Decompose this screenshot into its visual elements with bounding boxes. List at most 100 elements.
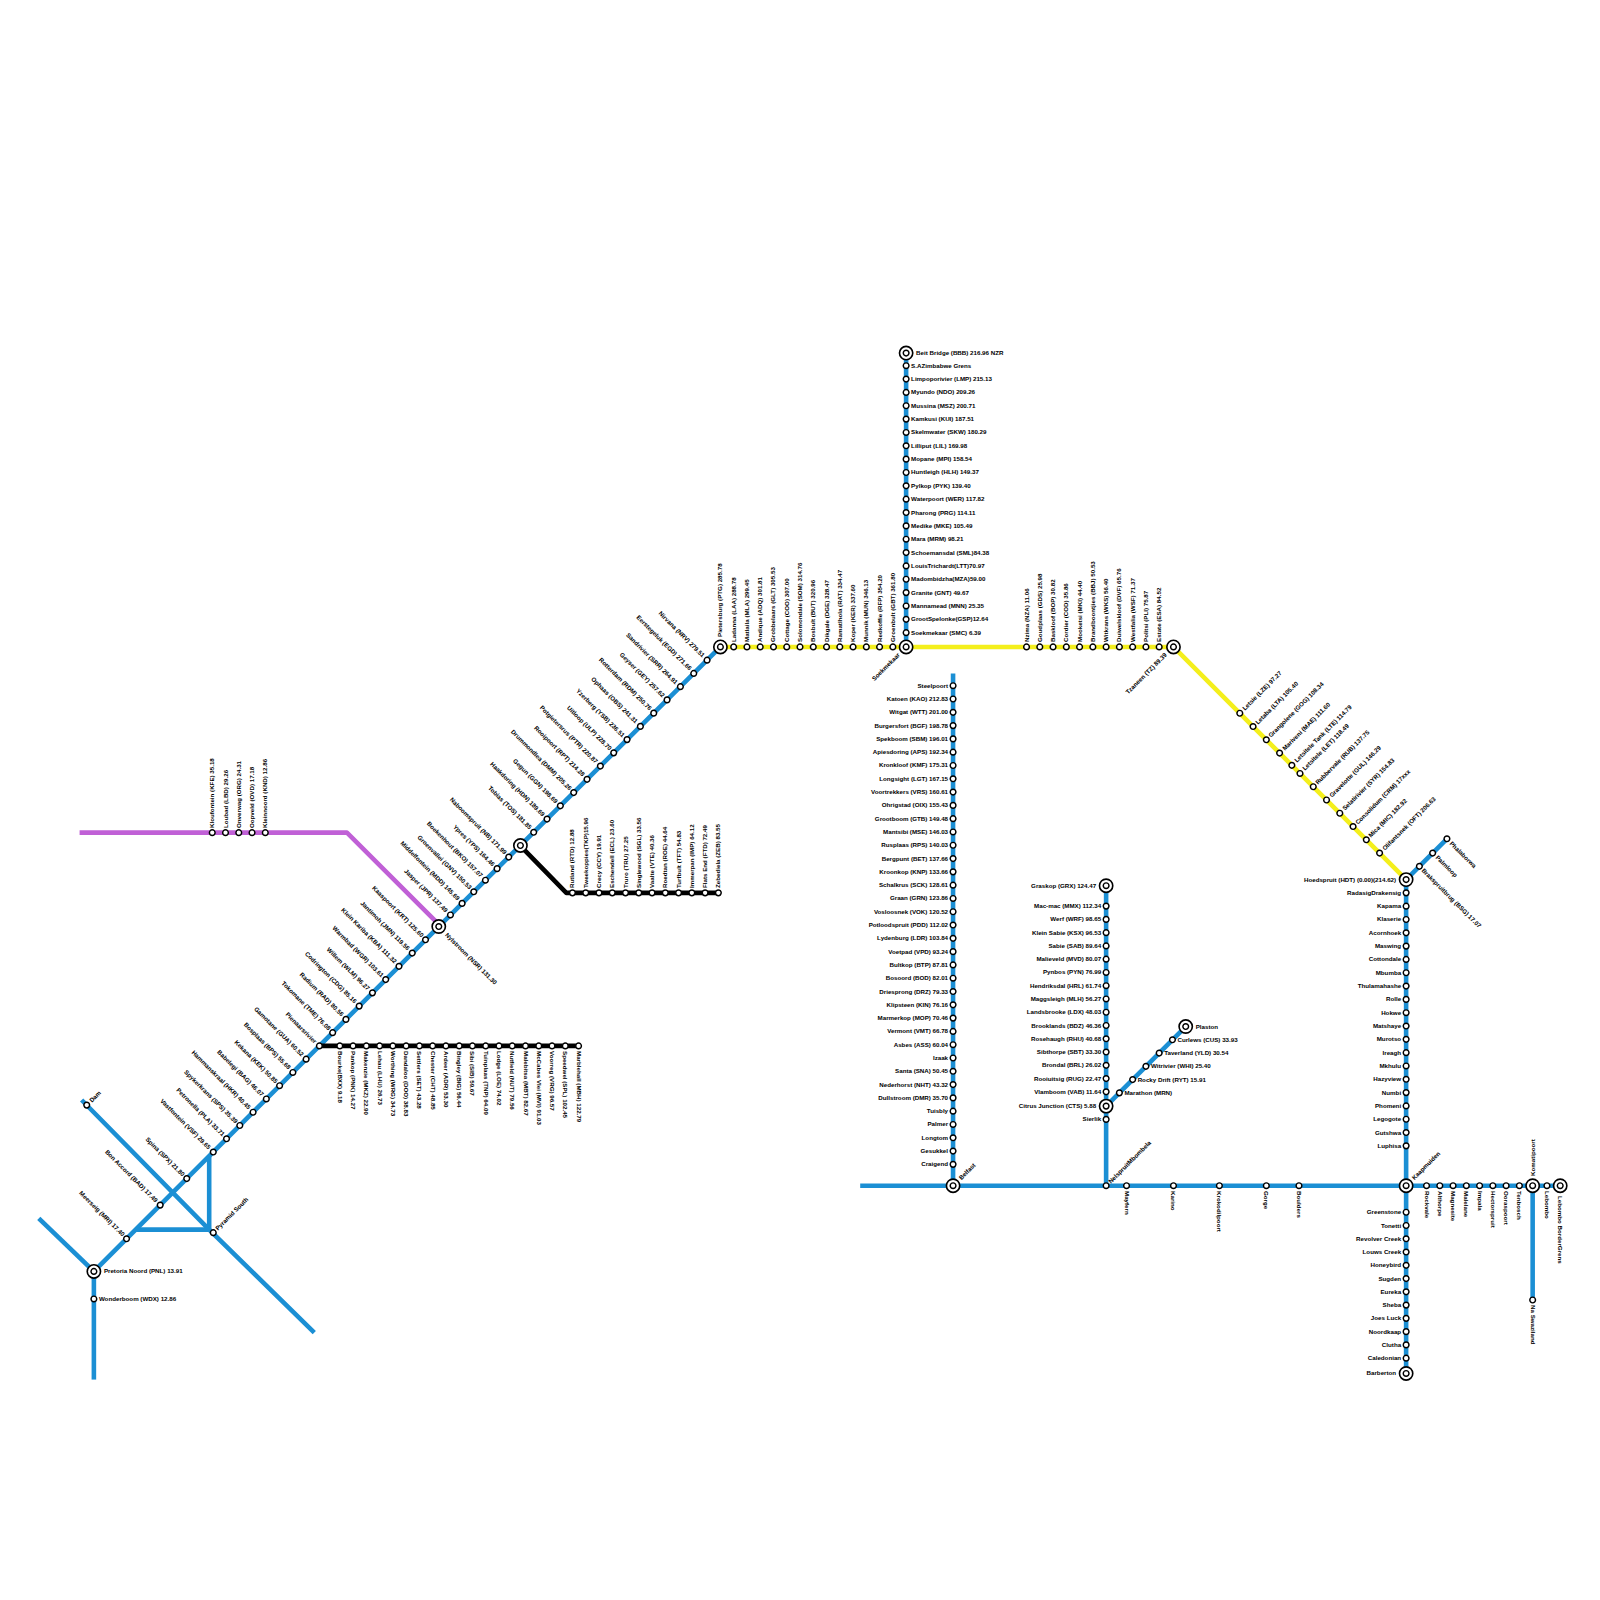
station-dot (1103, 903, 1109, 909)
station-dot (950, 935, 956, 941)
station-dot (1403, 957, 1409, 963)
station-label: Sierlik (1083, 1116, 1102, 1122)
station-dot (1403, 1023, 1409, 1029)
station-dot (1103, 930, 1109, 936)
station-dot (689, 890, 695, 896)
station-label: Mussina (MSZ) 200.71 (911, 403, 975, 409)
station-dot-core (903, 456, 909, 462)
station-dot (224, 1136, 230, 1142)
station-dot-core (506, 854, 512, 860)
station-label: Vastfontein (VSF) 29.65 (159, 1098, 212, 1151)
station-label: Murotso (1377, 1036, 1401, 1042)
station-dot (1403, 1143, 1409, 1149)
station-dot-core (691, 671, 697, 677)
station-label: Spekboom (SBM) 196.01 (876, 736, 948, 742)
station-label: S.AZimbabwe Grens (911, 363, 971, 369)
station-label: Spina (SPX) 21.80 (144, 1136, 185, 1177)
station-label: Phomeni (1375, 1103, 1401, 1109)
station-label: Katoen (KAO) 212.83 (887, 696, 948, 702)
station-label: Rubbervale (RUB) 137.75 (1315, 729, 1371, 785)
station-dot (562, 1043, 568, 1049)
station-label: Speedwel (SPL) 102.45 (562, 1051, 568, 1118)
station-label: Mantsibi (MSE) 146.03 (883, 829, 948, 835)
station-dot-core (1477, 1183, 1483, 1189)
station-dot (1363, 837, 1369, 843)
station-dot-core (1403, 1090, 1409, 1096)
station-dot-core (1171, 1183, 1177, 1189)
station-label: Kleinnoord (KND) 12.86 (262, 759, 268, 828)
station-label: Letsitele (LET) 118.49 (1301, 723, 1350, 772)
station-dot (1350, 824, 1356, 830)
station-dot-core (1170, 1037, 1176, 1043)
station-dot-core (1296, 1183, 1302, 1189)
station-label: Joes Luck (1371, 1315, 1401, 1321)
station-dot (903, 523, 909, 529)
station-dot (837, 644, 843, 650)
station-label: Solomondale (SOM) 314.76 (797, 563, 803, 642)
station-dot (370, 990, 376, 996)
station-label: Taverland (YLD) 30.54 (1164, 1050, 1228, 1056)
station-dot-core (443, 1043, 449, 1049)
station-label: Loubad (LBD) 29.26 (222, 770, 228, 828)
station-dot-core (649, 890, 655, 896)
station-label: Lilliput (LIL) 169.98 (911, 443, 967, 449)
station-dot-core (91, 1296, 97, 1302)
station-dot-core (638, 724, 644, 730)
station-dot-core (903, 443, 909, 449)
station-dot-core (731, 644, 737, 650)
station-label: Voortrekkers (VRS) 160.61 (871, 789, 948, 795)
station-dot-core (678, 684, 684, 690)
station-label: Tuinplaas (TNP) 64.09 (483, 1051, 489, 1115)
station-dot-core (1403, 1183, 1409, 1189)
station-dot (797, 644, 803, 650)
station-dot-core (624, 737, 630, 743)
station-label: Cottage (COO) 307.00 (784, 578, 790, 642)
station-dot-core (1417, 863, 1423, 869)
station-dot-core (950, 962, 956, 968)
station-dot-core (903, 416, 909, 422)
station-label: Palmloop (1434, 854, 1458, 878)
station-dot-core (531, 829, 537, 835)
station-dot (903, 470, 909, 476)
station-dot (903, 510, 909, 516)
station-dot-core (1350, 824, 1356, 830)
station-dot-core (509, 1043, 515, 1049)
station-label: Mica (MIC) 182.92 (1368, 798, 1409, 839)
station-ring (432, 920, 445, 933)
station-label: Grobbelaars (GLT) 305.53 (770, 567, 776, 642)
station-dot (950, 1055, 956, 1061)
station-label: Acornhoek (1369, 930, 1401, 936)
station-label: Burgersfort (BGF) 198.78 (874, 722, 948, 728)
station-dot-core (1103, 1049, 1109, 1055)
station-dot-core (1130, 1077, 1136, 1083)
station-label: Groenvallei (GNV) 150.53 (416, 834, 472, 890)
station-dot (1167, 640, 1180, 653)
station-dot (598, 763, 604, 769)
station-label: Bourke(BXX) 9.18 (337, 1051, 343, 1103)
station-dot (1156, 644, 1162, 650)
rail-line (92, 1271, 97, 1379)
station-dot-core (343, 1017, 349, 1023)
station-dot (443, 1043, 449, 1049)
station-label: Gorge (1263, 1191, 1269, 1209)
station-dot-core (950, 1015, 956, 1021)
station-dot (1450, 1183, 1456, 1189)
station-dot-core (1143, 644, 1149, 650)
station-dot (417, 1043, 423, 1049)
station-dot-core (1403, 957, 1409, 963)
station-label: NelspruitMbombela (1107, 1139, 1152, 1184)
station-label: Soekmekaar (871, 652, 901, 682)
station-label: Klein Sabie (KSX) 96.53 (1032, 930, 1101, 936)
station-label: Ardeer (ADR) 53.30 (443, 1051, 449, 1107)
rail-line (1404, 880, 1409, 1374)
station-dot-core (518, 843, 524, 849)
station-label: Ladanna (LAA) 288.78 (731, 577, 737, 642)
station-dot (84, 1102, 90, 1108)
station-label: Krokodilpoort (1216, 1191, 1222, 1232)
station-label: Craigend (921, 1161, 948, 1167)
station-label: Noordkaap (1369, 1329, 1401, 1335)
station-dot-core (950, 709, 956, 715)
station-dot (544, 816, 550, 822)
station-label: Tzaneen (TZ) 89.39 (1125, 652, 1169, 696)
